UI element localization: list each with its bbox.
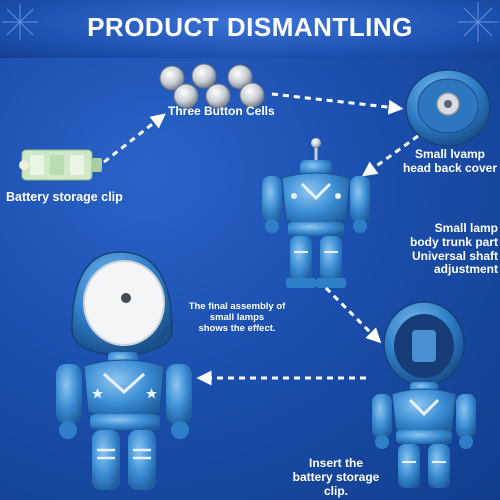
body-trunk-label-line3: Universal shaft adjustment bbox=[411, 248, 498, 277]
insert-clip-label-line2: battery storage clip. bbox=[292, 469, 380, 498]
head-cover-label: Small lvamp head back cover bbox=[400, 147, 500, 176]
final-assembly-label-line2: small lamps bbox=[209, 311, 265, 323]
title-banner bbox=[0, 0, 500, 58]
arrow-cells-to-cover bbox=[271, 92, 404, 115]
body-trunk-label-line1: Small lamp bbox=[434, 221, 498, 235]
button-cell-icon bbox=[159, 63, 265, 109]
insert-clip-label: Insert the battery storage clip. bbox=[286, 456, 386, 498]
lamp-head-cover-icon bbox=[405, 69, 491, 147]
button-cells-label: Three Button Cells bbox=[168, 104, 275, 118]
battery-clip-icon bbox=[19, 149, 102, 181]
final-assembly-label-line3: shows the effect. bbox=[198, 322, 276, 334]
final-assembly-label: The final assembly of small lamps shows … bbox=[182, 301, 292, 335]
insert-clip-label-line1: Insert the bbox=[308, 456, 363, 470]
arrow-clip-to-cells bbox=[103, 113, 166, 164]
robot-assembled-icon bbox=[372, 301, 476, 488]
head-cover-label-line1: Small lvamp bbox=[414, 147, 486, 161]
arrow-body-to-assembled bbox=[324, 286, 382, 344]
page-title: PRODUCT DISMANTLING bbox=[87, 12, 413, 42]
final-assembly-label-line1: The final assembly of bbox=[188, 301, 286, 312]
fireworks-icon bbox=[2, 2, 498, 42]
robot-lamp-icon bbox=[56, 251, 192, 490]
body-trunk-label-line2: body trunk part bbox=[409, 234, 498, 249]
robot-body-icon bbox=[262, 138, 370, 288]
flow-arrows bbox=[103, 92, 419, 386]
body-trunk-label: Small lamp body trunk part Universal sha… bbox=[360, 221, 498, 277]
head-cover-label-line2: head back cover bbox=[402, 160, 498, 175]
battery-clip-label: Battery storage clip bbox=[6, 190, 123, 204]
